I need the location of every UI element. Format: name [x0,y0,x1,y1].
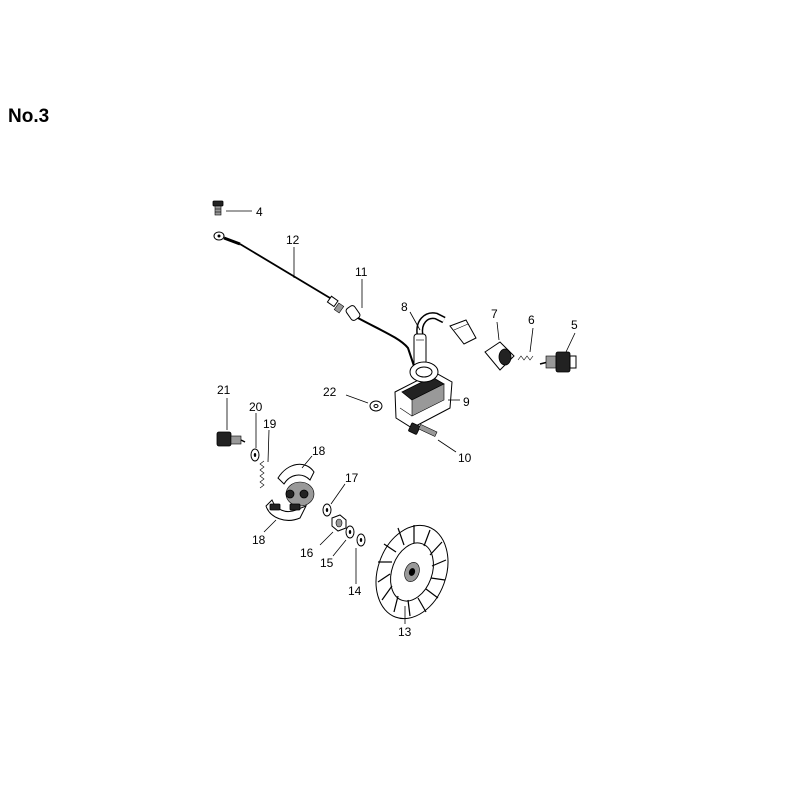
part-18-clutch-shoe-upper [277,463,315,507]
leader-6 [529,327,534,353]
part-15-washer [345,525,355,539]
part-17-washer [322,503,332,517]
part-18-clutch-shoe-lower [265,499,308,521]
callout-8: 8 [401,300,408,314]
callout-22: 22 [323,385,337,399]
leader-19 [267,429,270,463]
part-4-screw [212,200,224,216]
part-7-plug-cap [484,341,515,371]
callout-19: 19 [263,417,277,431]
callout-9: 9 [463,395,470,409]
callout-14: 14 [348,584,362,598]
part-13-flywheel [375,524,449,620]
plug-cap-boot [449,319,477,345]
leader-18b [263,519,277,533]
callout-16: 16 [300,546,314,560]
leader-10 [437,439,457,453]
callout-11: 11 [355,265,368,279]
callout-12: 12 [286,233,300,247]
callout-6: 6 [528,313,535,327]
callout-4: 4 [256,205,263,219]
callout-18-lower: 18 [252,533,266,547]
callout-5: 5 [571,318,578,332]
leader-15 [332,539,347,557]
page-title: No.3 [8,106,50,127]
callout-7: 7 [491,307,498,321]
part-11-ht-lead [345,305,415,367]
callout-13: 13 [398,625,412,639]
part-22-washer [369,400,383,412]
part-10-bolt [408,422,438,437]
callout-15: 15 [320,556,334,570]
callout-17: 17 [345,471,359,485]
part-21-shoulder-bolt [216,431,246,447]
leader-5 [565,332,576,353]
callout-20: 20 [249,400,263,414]
callout-10: 10 [458,451,472,465]
leader-16 [319,531,334,546]
part-19-clutch-spring [259,460,265,489]
part-9-ignition-coil [394,361,453,429]
callout-21: 21 [217,383,231,397]
part-14-washer [356,533,366,547]
leader-18a [301,455,313,469]
part-20-washer [250,448,260,462]
part-16-nut [331,514,347,532]
leader-22 [345,394,369,404]
part-12-lead-wire [213,231,345,314]
leader-7 [496,321,500,341]
callout-18-upper: 18 [312,444,326,458]
leader-8 [409,311,421,331]
leader-17 [330,483,346,505]
part-6-spring [517,355,534,361]
part-5-spark-plug [539,351,577,373]
